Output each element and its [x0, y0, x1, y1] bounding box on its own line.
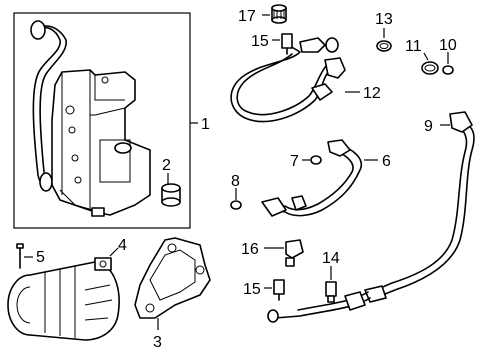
- oring-part-13: [376, 28, 392, 52]
- valve-part-15-bottom: [264, 279, 285, 301]
- callout-8: 8: [231, 173, 240, 190]
- callout-1: 1: [201, 116, 210, 133]
- clip-part-7: [302, 155, 322, 165]
- coolant-housing-part-1: [30, 20, 151, 217]
- callout-17: 17: [238, 8, 256, 25]
- oring-part-10: [442, 52, 454, 75]
- callout-4: 4: [118, 237, 127, 254]
- oring-part-8: [230, 188, 242, 210]
- callout-3: 3: [153, 334, 162, 351]
- sensor-part-14: [325, 266, 337, 303]
- bolt-part-5: [16, 243, 33, 269]
- callout-5: 5: [36, 249, 45, 266]
- grommet-part-2: [161, 173, 181, 207]
- hose-part-12: [230, 37, 360, 123]
- callout-15-top: 15: [251, 33, 269, 50]
- bracket-part-3: [134, 237, 211, 330]
- liquid-line-part-9: [267, 111, 475, 323]
- compressor-part-4: [7, 247, 120, 341]
- callout-12: 12: [363, 85, 381, 102]
- callout-14: 14: [322, 250, 340, 267]
- assembly-box-1: [13, 12, 198, 229]
- callout-6: 6: [382, 153, 391, 170]
- callout-16: 16: [241, 241, 259, 258]
- callout-15-bottom: 15: [243, 281, 261, 298]
- callout-9: 9: [424, 118, 433, 135]
- cap-part-17: [262, 4, 287, 24]
- callout-11: 11: [405, 38, 422, 55]
- callout-2: 2: [162, 157, 171, 174]
- callout-7: 7: [290, 153, 299, 170]
- sensor-part-16: [264, 239, 304, 267]
- valve-part-15-top: [272, 33, 293, 55]
- oring-part-11: [421, 52, 439, 75]
- callout-10: 10: [439, 37, 457, 54]
- hose-part-6: [261, 139, 378, 217]
- callout-13: 13: [375, 11, 393, 28]
